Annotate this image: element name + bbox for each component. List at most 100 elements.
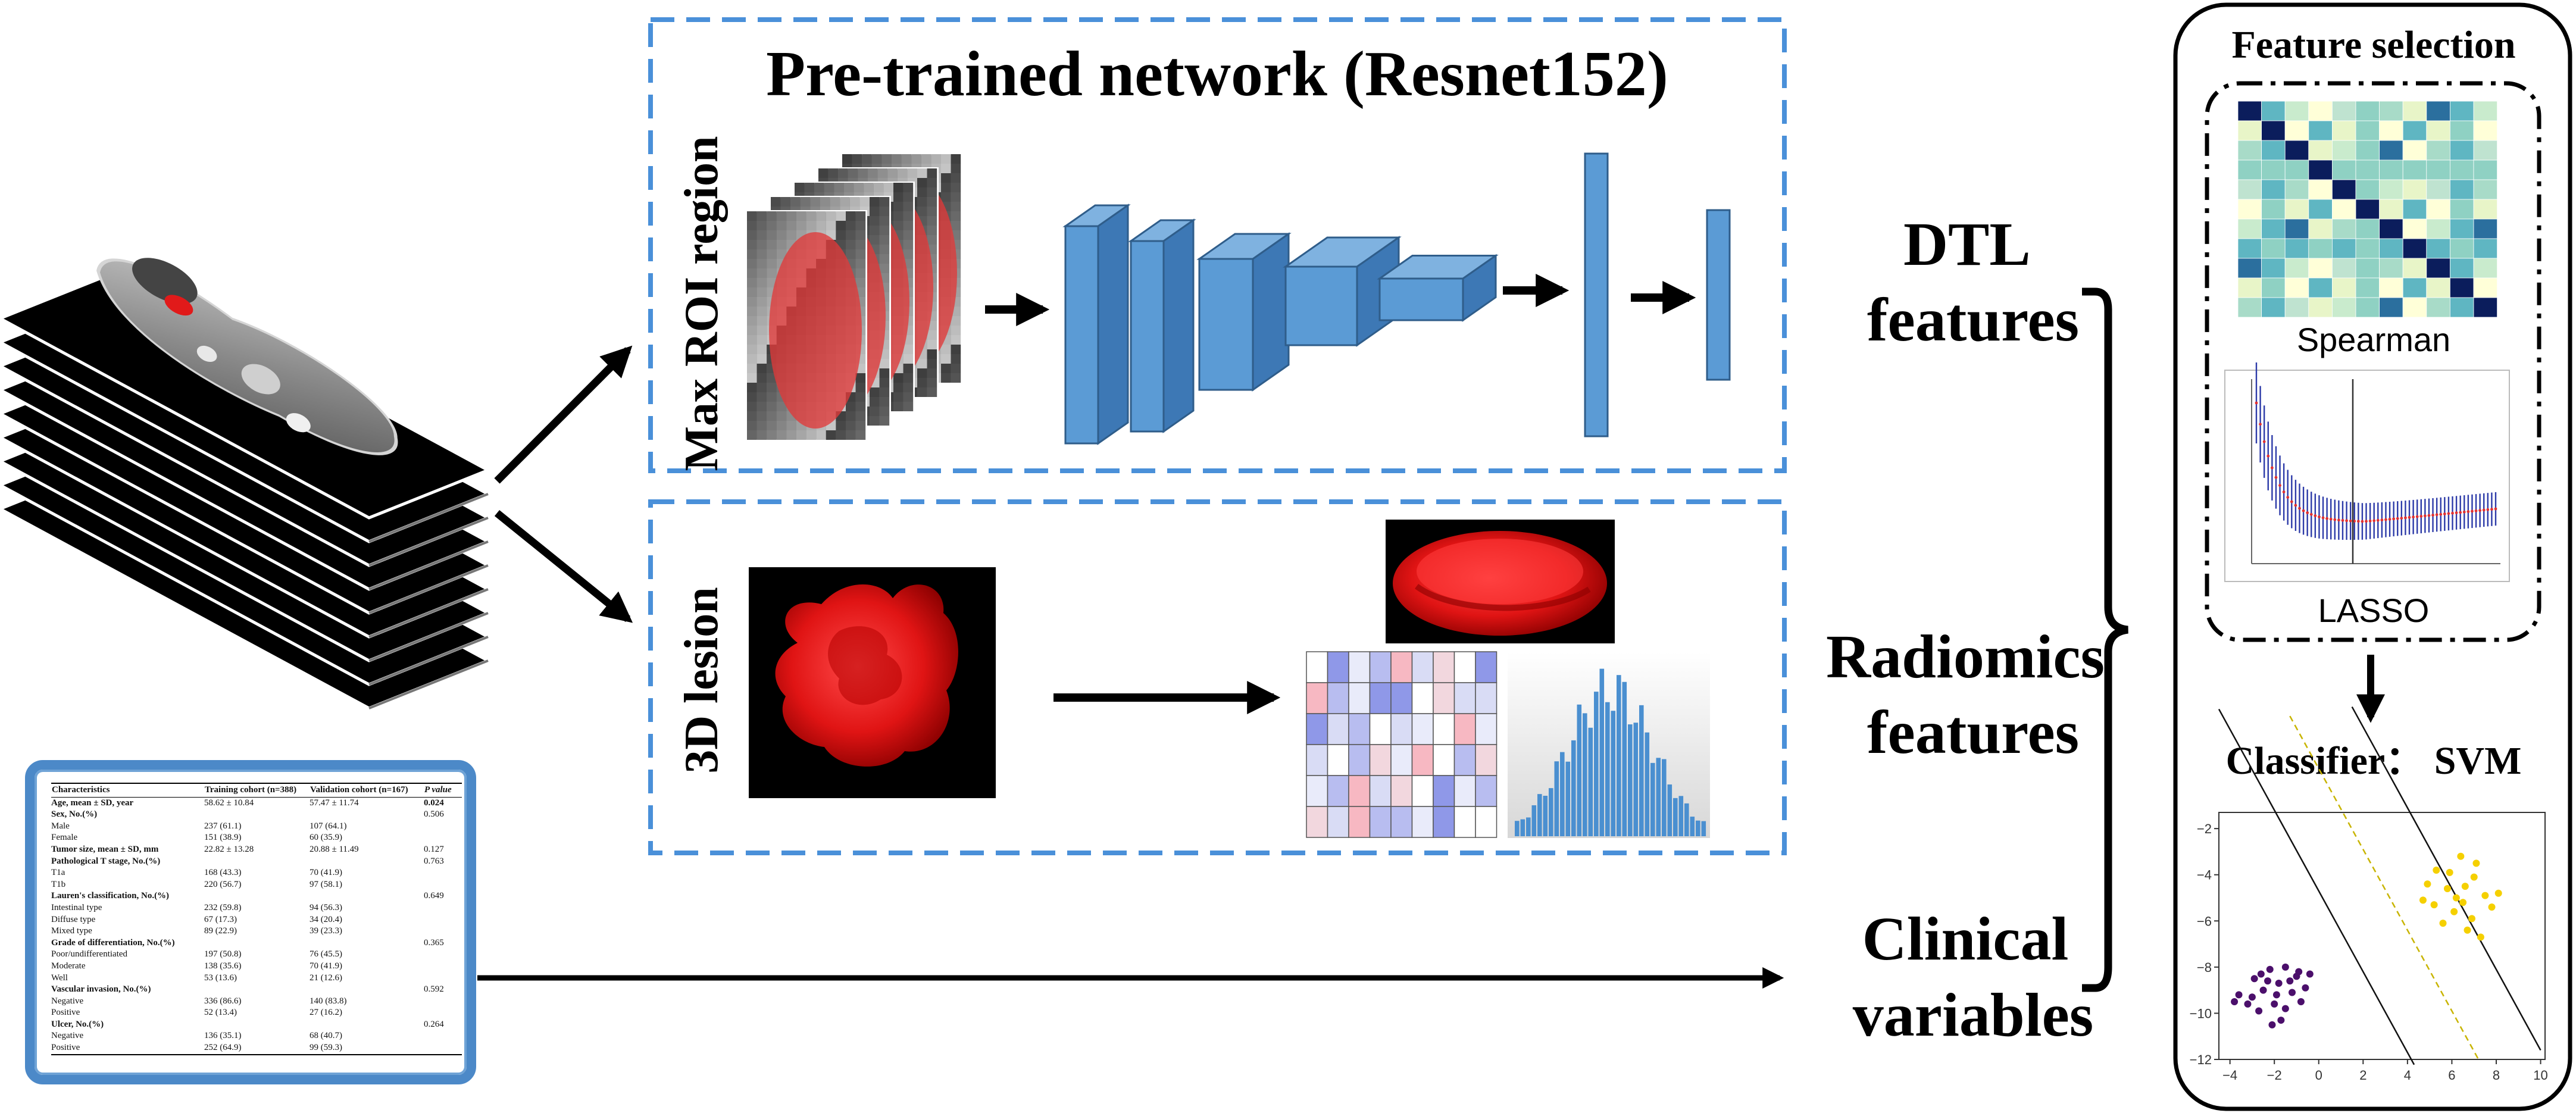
spearman-cell xyxy=(2261,199,2286,220)
svm-x-tick: 0 xyxy=(2315,1068,2322,1083)
svm-point-class-a xyxy=(2424,880,2431,888)
table-cell-validation: 57.47 ± 11.74 xyxy=(310,798,359,808)
table-cell-validation: 70 (41.9) xyxy=(310,961,342,971)
spearman-cell xyxy=(2379,277,2403,298)
fc-layer-1 xyxy=(1584,152,1609,437)
heatmap-cell xyxy=(1433,744,1455,776)
svm-point-class-a xyxy=(2457,852,2465,860)
arrow-ct-to-radiomics xyxy=(494,509,633,623)
svm-point-class-a xyxy=(2446,868,2453,876)
heatmap-cell xyxy=(1348,806,1371,838)
heatmap-cell xyxy=(1475,713,1498,745)
histogram-bar xyxy=(1543,796,1548,836)
spearman-cell xyxy=(2355,199,2380,220)
svm-point-class-b xyxy=(2302,984,2309,992)
heatmap-cell xyxy=(1369,775,1392,807)
spearman-cell xyxy=(2473,140,2497,161)
svm-x-tick: 4 xyxy=(2404,1068,2411,1083)
spearman-cell xyxy=(2426,120,2450,141)
spearman-cell xyxy=(2261,101,2286,121)
table-cell-training: 67 (17.3) xyxy=(204,914,237,924)
table-cell-training: 220 (56.7) xyxy=(204,879,242,889)
spearman-cell xyxy=(2284,101,2309,121)
spearman-cell xyxy=(2331,277,2356,298)
spearman-cell xyxy=(2284,238,2309,259)
table-cell-pvalue: 0.264 xyxy=(424,1019,444,1029)
table-cell-pvalue: 0.127 xyxy=(424,844,444,854)
svm-point-class-b xyxy=(2235,991,2243,999)
fc-layer-2 xyxy=(1706,209,1731,381)
svm-point-class-b xyxy=(2231,998,2239,1006)
table-cell-characteristic: Sex, No.(%) xyxy=(51,809,98,820)
table-cell-validation: 60 (35.9) xyxy=(310,833,342,843)
spearman-cell xyxy=(2355,238,2380,259)
table-row: Pathological T stage, No.(%)0.763 xyxy=(51,856,462,868)
table-row: Ulcer, No.(%)0.264 xyxy=(51,1019,462,1031)
svm-decision-boundary xyxy=(2289,715,2480,1060)
spearman-cell xyxy=(2355,297,2380,318)
spearman-cell xyxy=(2402,120,2427,141)
table-cell-training: 232 (59.8) xyxy=(204,902,242,912)
spearman-cell xyxy=(2449,199,2474,220)
svm-point-class-b xyxy=(2271,1000,2278,1008)
svm-point-class-a xyxy=(2488,903,2496,911)
roi-slice xyxy=(746,210,867,442)
heatmap-cell xyxy=(1411,806,1434,838)
histogram-bar xyxy=(1628,724,1633,836)
spearman-cell xyxy=(2355,277,2380,298)
heatmap-cell xyxy=(1475,682,1498,714)
table-cell-validation xyxy=(310,856,424,868)
spearman-cell xyxy=(2308,297,2333,318)
arrow-ct-to-network xyxy=(494,345,633,484)
dtl-features-label: DTL features xyxy=(1867,210,2079,354)
table-cell-validation: 34 (20.4) xyxy=(310,914,342,924)
table-cell-validation xyxy=(310,890,424,902)
svm-point-class-b xyxy=(2306,970,2314,978)
svm-point-class-b xyxy=(2244,1000,2252,1008)
spearman-cell xyxy=(2426,277,2450,298)
spearman-label: Spearman xyxy=(2297,321,2450,358)
spearman-cell xyxy=(2261,258,2286,279)
spearman-cell xyxy=(2237,199,2262,220)
feature-selection-title: Feature selection xyxy=(2231,23,2515,67)
histogram-bar xyxy=(1662,759,1667,836)
table-cell-characteristic: T1b xyxy=(51,879,66,889)
spearman-cell xyxy=(2284,199,2309,220)
heatmap-cell xyxy=(1453,775,1476,807)
histogram-bar xyxy=(1594,692,1599,836)
spearman-cell xyxy=(2473,218,2497,239)
table-cell-characteristic: Poor/undifferentiated xyxy=(51,949,128,959)
spearman-cell xyxy=(2237,140,2262,161)
svm-margin-upper xyxy=(2351,706,2541,1051)
table-row: Lauren's classification, No.(%)0.649 xyxy=(51,890,462,902)
table-cell-characteristic: Male xyxy=(51,821,70,831)
spearman-cell xyxy=(2355,218,2380,239)
spearman-cell xyxy=(2449,101,2474,121)
lasso-label: LASSO xyxy=(2318,592,2430,629)
table-cell-pvalue xyxy=(424,1030,462,1042)
table-cell-training: 58.62 ± 10.84 xyxy=(204,798,254,808)
spearman-cell xyxy=(2331,101,2356,121)
table-cell-pvalue: 0.592 xyxy=(424,984,444,995)
merge-brace xyxy=(2082,287,2129,992)
histogram-bar xyxy=(1696,820,1700,836)
heatmap-cell xyxy=(1369,651,1392,683)
cnn-block xyxy=(1377,254,1499,322)
svm-point-class-b xyxy=(2295,968,2303,976)
heatmap-cell xyxy=(1411,744,1434,776)
svm-point-class-b xyxy=(2257,970,2265,978)
spearman-cell xyxy=(2449,258,2474,279)
spearman-cell xyxy=(2284,120,2309,141)
heatmap-cell xyxy=(1369,682,1392,714)
svm-point-class-a xyxy=(2481,892,2489,899)
spearman-cell xyxy=(2379,218,2403,239)
table-cell-validation: 94 (56.3) xyxy=(310,902,342,912)
spearman-cell xyxy=(2426,179,2450,200)
table-cell-pvalue: 0.506 xyxy=(424,809,444,820)
clinical-table: Characteristics Training cohort (n=388) … xyxy=(51,783,462,1055)
spearman-cell xyxy=(2331,258,2356,279)
heatmap-cell xyxy=(1327,651,1349,683)
svm-point-class-b xyxy=(2286,977,2294,985)
